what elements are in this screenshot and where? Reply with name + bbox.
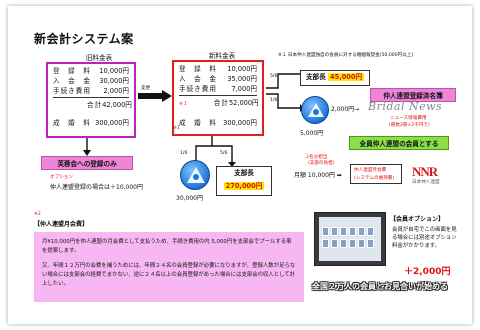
change-label: 変更 (141, 86, 151, 91)
panel-paragraph-1: 月¥10,000円を仲人連盟の月会費として支払うため、手続き費用の内 5,000… (42, 239, 292, 254)
member-option-title: 【会員オプション】 (390, 216, 445, 223)
kaiin-button[interactable]: 全員仲人連盟の会員とする (349, 136, 449, 150)
monthly-box: 仲人連盟月会費 (システムの維持費) (350, 164, 402, 184)
split-a: 5/6 (270, 74, 278, 79)
monthly-section-title: 【仲人連盟月会費】 (34, 221, 89, 228)
old-fee-label: 旧料金表 (85, 54, 113, 62)
new-fee-label: 新料金表 (208, 52, 236, 60)
member-option-price: ＋2,000円 (404, 267, 451, 277)
monthly-panel: 月¥10,000円を仲人連盟の月会費として支払うため、手続き費用の内 5,000… (34, 232, 304, 302)
monthly-fee: 月額 10,000円 ➡ (294, 172, 342, 179)
split-c: 5/6 (220, 151, 228, 156)
nnr-sub: 日本仲人連盟 (412, 180, 440, 185)
new-fee-seiyaku-mark: ※1 (173, 126, 180, 131)
honbu-logo-icon (301, 96, 329, 124)
connector-old-down (83, 138, 91, 156)
shibu-bottom-label: 支部長 (234, 169, 254, 177)
note-top: ※１ 日本仲人連盟独自の会員に対する婚姻報奨金(50,000円以上) (278, 53, 414, 58)
fuyou-button[interactable]: 芙蓉会への登録のみ (41, 156, 133, 170)
list-amount: 2,000円→ (331, 106, 360, 113)
split-c-left: 1/6 (180, 151, 188, 156)
monthly-box-line-2: (システムの維持費) (354, 176, 395, 181)
shibu-top-label: 支部長 (305, 73, 326, 81)
nnr-logo: NNR (412, 164, 438, 179)
bridal-news-logo: Bridal News (368, 100, 443, 113)
list-button[interactable]: 仲人連盟登録済名簿 (370, 88, 456, 102)
monthly-tag-2: (支部の負担) (308, 161, 335, 166)
shibu-bottom-box: 支部長 270,000円 (216, 166, 272, 196)
arrow-right-icon (138, 90, 172, 102)
honbu-amount-bottom: 30,000円 (176, 195, 203, 202)
shibu-top-value: 45,000円 (328, 73, 365, 81)
shibu-bottom-value: 270,000円 (223, 182, 265, 190)
option-text: 仲人連盟登録の場合は＋10,000円 (50, 184, 143, 191)
monthly-tag-1: 2名分相当 (306, 155, 328, 160)
monthly-section-mark: ※2 (34, 212, 41, 217)
bottom-caption: 全国２万人の会員とお見合いが始める (312, 282, 448, 291)
page-title: 新会計システム案 (34, 32, 134, 46)
bridal-sub-2: (冊数2冊×2千円で) (389, 123, 430, 128)
member-option-text: 会員が自宅でこの画面を見る場合には別途オプション料金がかかります。 (392, 227, 457, 249)
connector-to-honbu (266, 93, 304, 112)
monthly-box-line-1: 仲人連盟月会費 (354, 168, 387, 173)
panel-paragraph-2: 又、年間１２万円の会費を補うためには、年間２４名の会員登録が必要になりますが、登… (42, 263, 296, 287)
screen-thumbnail (314, 212, 386, 266)
honbu-logo-icon-bottom (180, 160, 210, 190)
option-tag: オプション (50, 175, 73, 180)
honbu-amount-right: 5,000円 (300, 130, 324, 137)
shibu-top-box: 支部長 45,000円 (300, 70, 370, 86)
split-b: 1/6 (270, 98, 278, 103)
bridal-sub-1: ニュース情報費用 (390, 116, 427, 121)
